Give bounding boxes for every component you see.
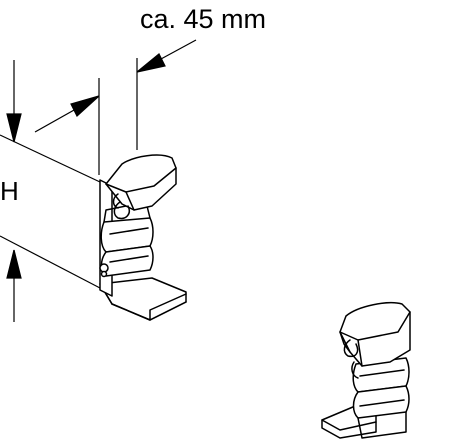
width-dimension-label: ca. 45 mm — [140, 4, 266, 34]
width-extension-lines — [98, 58, 138, 175]
clip-large — [99, 154, 187, 321]
width-dimension-arrows — [34, 39, 197, 133]
height-dimension-label: H — [0, 176, 19, 206]
height-extension-lines — [0, 134, 101, 289]
height-dimension-arrows — [6, 60, 22, 322]
clip-small — [321, 302, 411, 439]
